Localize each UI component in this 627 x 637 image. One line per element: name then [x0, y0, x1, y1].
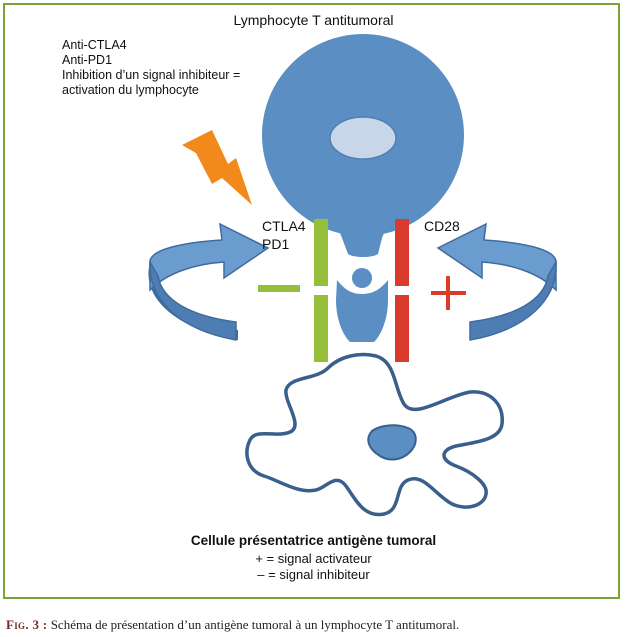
minus-sign [258, 285, 300, 292]
diagram [148, 34, 557, 517]
lightning-icon [182, 130, 252, 205]
ctla4-ligand-lower [314, 295, 328, 362]
ctla4-receptor-upper [314, 219, 328, 286]
caption-prefix: Fig. 3 : [6, 617, 48, 632]
apc-nucleus [367, 424, 417, 461]
diagram-title: Lymphocyte T antitumoral [233, 12, 394, 28]
note-anti-pd1: Anti-PD1 [62, 53, 113, 67]
legend-minus: – = signal inhibiteur [257, 567, 370, 582]
legend-plus: + = signal activateur [255, 551, 372, 566]
t-cell-nucleus [329, 116, 397, 160]
therapy-notes: Anti-CTLA4 Anti-PD1 Inhibition d’un sign… [62, 38, 240, 98]
cd28-receptor-upper [395, 219, 409, 286]
figure-caption: Fig. 3 : Schéma de présentation d’un ant… [6, 617, 459, 633]
antigen-peptide [352, 268, 372, 288]
apc-title: Cellule présentatrice antigène tumoral [190, 533, 437, 548]
figure-frame [3, 3, 620, 599]
mhc-molecule [336, 280, 388, 342]
label-cd28: CD28 [424, 218, 460, 234]
tcr-receptor [338, 228, 386, 257]
label-ctla4: CTLA4 [262, 218, 306, 234]
plus-sign [431, 276, 466, 310]
label-pd1: PD1 [262, 236, 290, 252]
note-anti-ctla4: Anti-CTLA4 [62, 38, 127, 52]
legend: + = signal activateur – = signal inhibit… [0, 551, 627, 583]
note-activation: activation du lymphocyte [62, 83, 199, 97]
note-inhibition: Inhibition d’un signal inhibiteur = [62, 68, 241, 82]
cd28-ligand-lower [395, 295, 409, 362]
caption-text: Schéma de présentation d’un antigène tum… [47, 617, 460, 632]
curved-arrow-left-icon [148, 222, 270, 341]
curved-arrow-right-icon [436, 222, 557, 341]
